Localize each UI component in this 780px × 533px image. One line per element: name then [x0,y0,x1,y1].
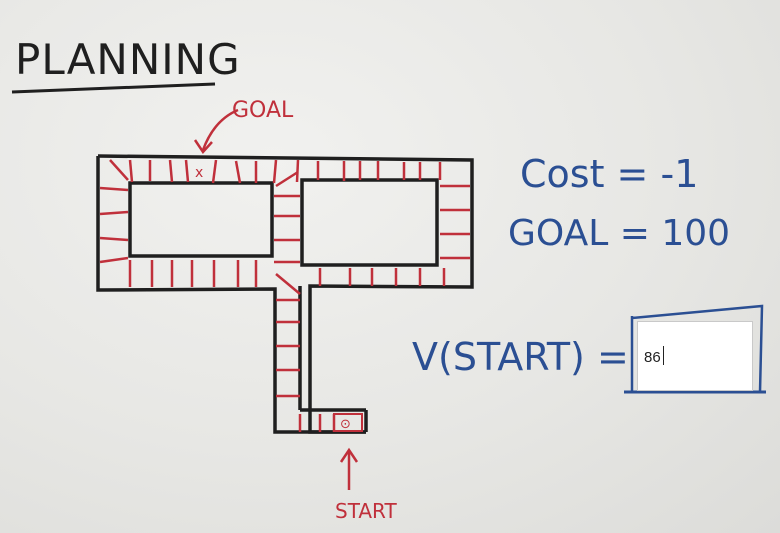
goal-marker: x [195,165,203,181]
maze-cells [99,159,470,432]
answer-box[interactable] [637,321,753,391]
text-caret [663,346,664,365]
answer-input[interactable] [644,344,744,370]
start-label: START [335,499,397,523]
question-label: V(START) = [412,335,629,379]
goal-arrow [201,108,239,151]
title-planning: PLANNING [15,35,241,84]
answer-frame-top [631,304,764,393]
title-underline [11,82,216,94]
start-arrowhead [339,447,359,463]
start-cell [333,413,363,432]
goal-reward-equation: GOAL = 100 [508,213,730,254]
maze-walls [96,154,474,434]
goal-arrowhead [193,139,213,155]
start-marker: ⊙ [340,417,351,432]
cost-equation: Cost = -1 [520,152,698,196]
goal-label: GOAL [232,98,294,123]
